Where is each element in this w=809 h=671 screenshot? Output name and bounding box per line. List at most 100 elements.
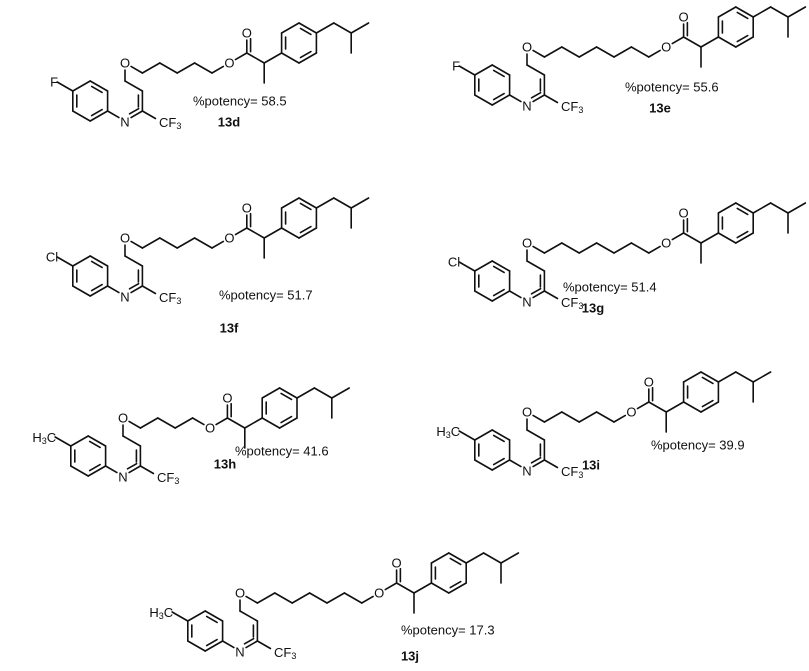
bond-line [104,465,118,474]
nitrogen-label: N [522,464,531,479]
bond-line [157,417,176,429]
bond-line [128,282,140,290]
bond-line [736,230,749,239]
bond-line [246,52,266,64]
ether-oxygen-label: O [522,236,532,251]
bond-line [350,22,370,34]
nitrogen-label: N [120,290,129,305]
ester-oxygen-label: O [626,405,636,420]
bond-line [89,285,109,297]
bond-line [473,260,494,272]
ester-oxygen-label: O [205,421,215,436]
compound-id-label: 13g [582,301,604,316]
bond-line [211,240,225,249]
bond-line [449,557,462,566]
carbonyl-oxygen-label: O [679,206,689,221]
bond-line [124,80,144,92]
bond-line [245,595,259,604]
bond-line [671,232,685,241]
bond-line [473,429,494,441]
bond-line [473,290,494,302]
bond-line [413,582,433,594]
bond-line [491,459,511,471]
bond-line [769,6,789,18]
bond-line [532,49,546,58]
bond-line [447,582,468,594]
bond-line [560,46,581,58]
bond-line [139,465,155,475]
bond-line [159,237,178,249]
bond-line [647,245,661,254]
bond-line [532,459,546,468]
bond-line [787,202,807,214]
bond-line [595,411,615,423]
bond-line [326,592,346,604]
bond-line [630,242,650,254]
bond-line [313,387,333,399]
bond-line [532,290,546,299]
cf3-label: CF3 [561,99,583,116]
bond-line [543,242,563,254]
bond-line [122,435,142,447]
bond-line [176,237,196,249]
bond-line [280,52,300,64]
fluorine-label: F [452,59,460,74]
bond-line [54,436,72,447]
bond-line [291,592,311,604]
bond-line [106,110,120,119]
bond-line [239,610,259,622]
bond-line [56,256,74,267]
methyl-label: H3C [149,605,173,622]
bond-line [734,6,755,18]
bond-line [204,640,224,652]
bond-line [665,401,685,413]
potency-label: %potency= 51.7 [219,288,313,303]
ester-oxygen-label: O [661,40,671,55]
bond-line [106,285,120,294]
bond-line [543,290,559,300]
bond-line [221,640,235,649]
bond-line [171,611,189,622]
bond-line [141,237,161,249]
bond-line [447,552,468,564]
bond-line [492,69,505,78]
compound-id-label: 13j [401,649,419,664]
carbonyl-oxygen-label: O [679,10,689,25]
bond-line [90,260,103,269]
bond-line [630,46,650,58]
bond-line [491,290,511,302]
bond-line [174,417,194,429]
nitrogen-label: N [522,295,531,310]
bond-line [530,91,542,99]
bond-line [492,265,505,274]
bond-line [560,411,581,423]
bond-line [205,615,218,624]
bond-line [72,80,91,92]
nitrogen-label: N [120,115,129,130]
bond-line [299,225,312,234]
bond-line [769,202,789,214]
bond-line [613,46,633,58]
ether-oxygen-label: O [522,40,532,55]
bond-line [492,434,505,443]
ether-oxygen-label: O [118,411,128,426]
bond-line [492,457,505,466]
bond-line [492,288,505,297]
bond-line [193,62,213,74]
bond-line [465,552,485,564]
bond-line [280,227,300,239]
bond-line [211,65,225,74]
bond-line [492,92,505,101]
bond-line [671,36,685,45]
bond-line [187,640,206,652]
bond-line [299,202,312,211]
bond-line [141,62,161,74]
bond-line [532,245,546,254]
carbonyl-oxygen-label: O [242,201,252,216]
bond-line [508,94,522,103]
bond-line [90,85,103,94]
bond-line [243,637,255,645]
bond-line [330,387,351,399]
